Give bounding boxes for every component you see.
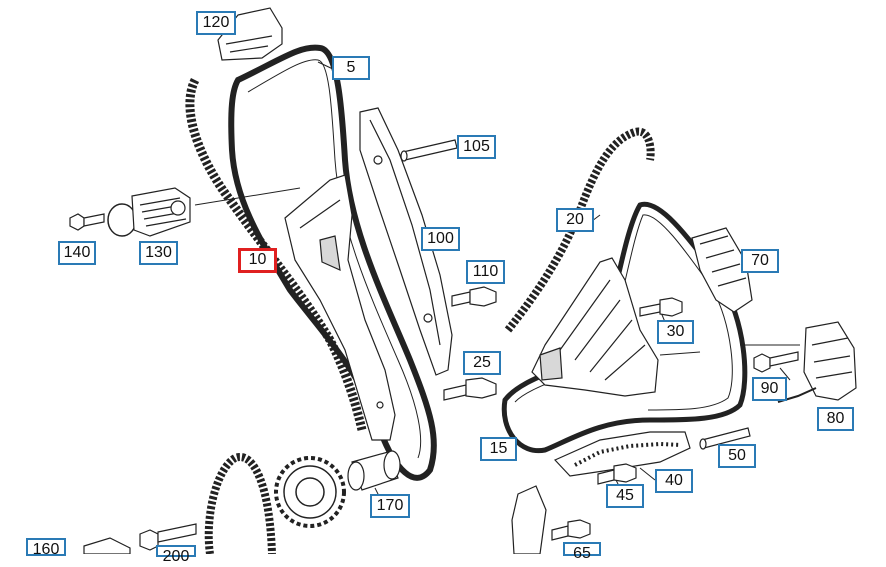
chain-lower — [204, 453, 276, 554]
guide-70 — [691, 227, 753, 313]
bolt-140 — [69, 213, 105, 231]
callout-25[interactable]: 25 — [463, 351, 501, 375]
callout-5[interactable]: 5 — [332, 56, 370, 80]
sleeve-170 — [347, 450, 401, 491]
callout-130[interactable]: 130 — [139, 241, 178, 265]
lower-part-160 — [83, 537, 131, 554]
pin-105 — [400, 139, 458, 162]
callout-30[interactable]: 30 — [657, 320, 694, 344]
callout-15[interactable]: 15 — [480, 437, 517, 461]
callout-100[interactable]: 100 — [421, 227, 460, 251]
callout-10-selected[interactable]: 10 — [238, 248, 277, 273]
bolt-30 — [639, 297, 683, 317]
bolt-200 — [139, 523, 197, 551]
bolt-90 — [753, 351, 799, 373]
guide-40 — [553, 431, 691, 477]
callout-50[interactable]: 50 — [718, 444, 756, 468]
bolt-110 — [451, 286, 497, 307]
callout-80[interactable]: 80 — [817, 407, 854, 431]
callout-20[interactable]: 20 — [556, 208, 594, 232]
bolt-25 — [443, 377, 497, 401]
callout-200[interactable]: 200 — [156, 545, 196, 565]
guide-rail-100 — [359, 107, 453, 376]
tensioner-80 — [777, 321, 857, 403]
pin-50 — [699, 427, 751, 450]
callout-170[interactable]: 170 — [370, 494, 410, 518]
callout-45[interactable]: 45 — [606, 484, 644, 508]
callout-110[interactable]: 110 — [466, 260, 505, 284]
crank-sprocket — [274, 456, 346, 528]
callout-160[interactable]: 160 — [26, 538, 66, 558]
chain-tensioner-130 — [107, 187, 191, 237]
camshaft-bracket — [531, 257, 659, 397]
bolt-45 — [597, 463, 637, 485]
parts-illustration — [69, 7, 857, 554]
callout-40[interactable]: 40 — [655, 469, 693, 493]
timing-chain-exploded-diagram: 120 5 105 20 100 70 140 130 10 110 30 25… — [26, 7, 857, 565]
callout-105[interactable]: 105 — [457, 135, 496, 159]
callout-120[interactable]: 120 — [196, 11, 236, 35]
tensioner-rail-10 — [284, 174, 396, 441]
bolt-65 — [551, 519, 591, 541]
chain-20 — [504, 127, 655, 333]
guide-65 — [511, 485, 547, 554]
callout-140[interactable]: 140 — [58, 241, 96, 265]
callout-70[interactable]: 70 — [741, 249, 779, 273]
callout-90[interactable]: 90 — [752, 377, 787, 401]
